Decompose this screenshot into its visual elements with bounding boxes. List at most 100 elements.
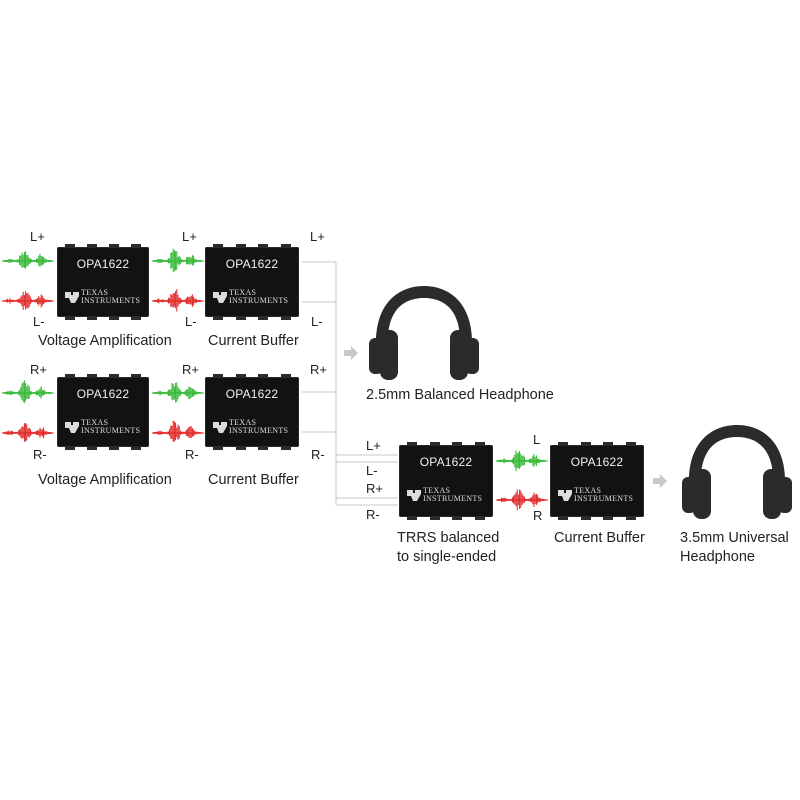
chip-pin bbox=[131, 244, 141, 247]
caption-balanced-headphone: 2.5mm Balanced Headphone bbox=[366, 387, 554, 403]
chip-pin bbox=[281, 317, 291, 320]
label-r-minus-3: R- bbox=[311, 447, 325, 462]
caption-voltage-amplification-2: Voltage Amplification bbox=[38, 472, 172, 488]
chip-pin bbox=[430, 442, 440, 445]
chip-pin bbox=[258, 447, 268, 450]
chip-pin bbox=[258, 317, 268, 320]
chip-pin bbox=[581, 517, 591, 520]
label-l-plus-1: L+ bbox=[30, 229, 45, 244]
chip-pin bbox=[109, 244, 119, 247]
ti-logo-icon bbox=[407, 490, 421, 501]
label-trrs-l-plus: L+ bbox=[366, 438, 381, 453]
waveform-icon bbox=[496, 450, 548, 472]
chip-pin bbox=[131, 374, 141, 377]
chip-pin bbox=[603, 442, 613, 445]
label-l-minus-1: L- bbox=[33, 314, 45, 329]
waveform-icon bbox=[152, 420, 204, 442]
chip-pin bbox=[281, 447, 291, 450]
chip-pin bbox=[236, 317, 246, 320]
chip-pin bbox=[475, 517, 485, 520]
chip-pin bbox=[581, 442, 591, 445]
waveform-icon bbox=[152, 382, 204, 403]
label-l-out: L bbox=[533, 432, 541, 447]
chip-pin bbox=[626, 517, 636, 520]
label-trrs-r-plus: R+ bbox=[366, 481, 383, 496]
ti-logo-icon bbox=[213, 422, 227, 433]
chip-pin bbox=[258, 374, 268, 377]
chip-pin bbox=[87, 374, 97, 377]
chip-pin bbox=[407, 442, 417, 445]
chip-pin bbox=[65, 447, 75, 450]
chip-pin bbox=[236, 244, 246, 247]
chip-pin bbox=[626, 442, 636, 445]
waveform-icon bbox=[2, 251, 54, 269]
waveform-icon bbox=[2, 423, 54, 442]
chip-pin bbox=[109, 447, 119, 450]
label-trrs-l-minus: L- bbox=[366, 463, 378, 478]
chip-pin bbox=[558, 442, 568, 445]
chip-pin bbox=[109, 374, 119, 377]
chip-pin bbox=[603, 517, 613, 520]
chip-part-name: OPA1622 bbox=[419, 455, 473, 469]
chip-pin bbox=[558, 517, 568, 520]
chip-pin bbox=[213, 244, 223, 247]
chip-pin bbox=[65, 374, 75, 377]
waveform-icon bbox=[152, 248, 204, 273]
chip-pin bbox=[281, 244, 291, 247]
chip-pin bbox=[87, 317, 97, 320]
caption-current-buffer-3: Current Buffer bbox=[554, 530, 645, 546]
chip-part-name: OPA1622 bbox=[76, 387, 130, 401]
label-l-minus-2: L- bbox=[185, 314, 197, 329]
chip-part-name: OPA1622 bbox=[225, 257, 279, 271]
chip-pin bbox=[430, 517, 440, 520]
chip-pin bbox=[452, 517, 462, 520]
chip-pin bbox=[407, 517, 417, 520]
label-r-out: R bbox=[533, 508, 543, 523]
chip-pin bbox=[475, 442, 485, 445]
chip-pin bbox=[236, 447, 246, 450]
chip-pin bbox=[452, 442, 462, 445]
chip-part-name: OPA1622 bbox=[76, 257, 130, 271]
right-arrow-icon bbox=[344, 346, 358, 360]
caption-current-buffer-1: Current Buffer bbox=[208, 333, 299, 349]
waveform-icon bbox=[2, 291, 54, 310]
chip-pin bbox=[65, 244, 75, 247]
chip-pin bbox=[281, 374, 291, 377]
label-l-plus-2: L+ bbox=[182, 229, 197, 244]
chip-pin bbox=[131, 317, 141, 320]
label-trrs-r-minus: R- bbox=[366, 507, 380, 522]
chip-pin bbox=[131, 447, 141, 450]
caption-trrs-line1: TRRS balanced bbox=[397, 530, 500, 546]
right-arrow-icon bbox=[653, 474, 667, 488]
ti-logo-icon bbox=[213, 292, 227, 303]
label-r-plus-3: R+ bbox=[310, 362, 327, 377]
waveform-icon bbox=[152, 289, 204, 312]
caption-universal-line1: 3.5mm Universal bbox=[680, 530, 789, 546]
chip-pin bbox=[213, 447, 223, 450]
label-r-plus-1: R+ bbox=[30, 362, 47, 377]
chip-pin bbox=[87, 447, 97, 450]
chip-part-name: OPA1622 bbox=[225, 387, 279, 401]
chip-pin bbox=[109, 317, 119, 320]
ti-logo-icon bbox=[65, 422, 79, 433]
headphone-icon bbox=[682, 425, 792, 519]
chip-pin bbox=[87, 244, 97, 247]
chip-pin bbox=[213, 374, 223, 377]
caption-trrs-line2: to single-ended bbox=[397, 549, 497, 565]
waveform-icon bbox=[2, 380, 54, 404]
waveform-icon bbox=[496, 489, 548, 511]
label-l-plus-3: L+ bbox=[310, 229, 325, 244]
caption-universal-line2: Headphone bbox=[680, 549, 755, 565]
caption-voltage-amplification-1: Voltage Amplification bbox=[38, 333, 172, 349]
